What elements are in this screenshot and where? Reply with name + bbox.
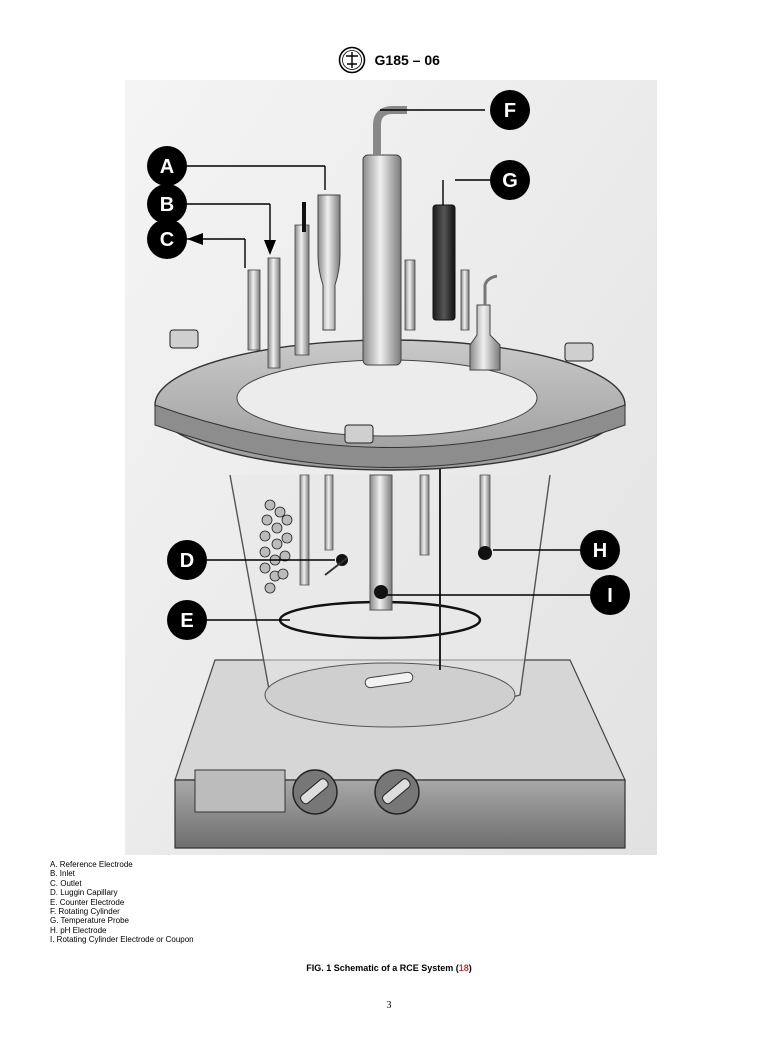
callout-h: H [580,530,620,570]
standard-id: G185 – 06 [374,52,440,68]
luggin-capillary [294,224,310,356]
legend-item: F. Rotating Cylinder [50,907,120,917]
vessel-lid [154,339,626,471]
svg-text:G: G [502,170,518,192]
callout-b: B [147,184,187,224]
svg-text:H: H [593,540,607,562]
legend-item: C. Outlet [50,878,82,888]
page-number: 3 [386,1000,392,1011]
callout-c: C [147,219,187,259]
counter-electrode-coil [259,499,293,594]
astm-logo-icon [338,46,366,74]
svg-text:D: D [180,550,194,572]
outlet-tube [247,269,261,351]
caption-close: ) [468,963,472,973]
reference-link[interactable]: 18 [458,963,469,973]
lid-bolts [169,329,594,444]
rce-system-figure: A B C D E F G H I [125,80,657,855]
callout-a: A [147,146,187,186]
legend-item: B. Inlet [50,869,75,879]
legend-item: H. pH Electrode [50,925,107,935]
svg-text:A: A [160,156,174,178]
callout-g: G [490,160,530,200]
inlet-tube [267,257,281,369]
svg-text:I: I [607,585,613,607]
legend-item: D. Luggin Capillary [50,888,118,898]
temperature-probe [432,204,456,321]
callout-f: F [490,90,530,130]
hot-plate-display [194,769,286,813]
stir-bar [364,671,414,689]
callout-e: E [167,600,207,640]
svg-text:F: F [504,100,516,122]
callout-leaders [187,109,590,621]
figure-legend: A. Reference Electrode B. Inlet C. Outle… [50,860,194,945]
ph-electrode-tip [478,546,492,560]
svg-text:B: B [160,194,174,216]
svg-text:C: C [160,229,174,251]
svg-text:E: E [180,610,193,632]
legend-item: I. Rotating Cylinder Electrode or Coupon [50,935,194,945]
rce-coupon [374,585,388,599]
legend-item: E. Counter Electrode [50,897,125,907]
caption-text: FIG. 1 Schematic of a RCE System ( [306,963,459,973]
page-header: G185 – 06 [0,46,778,74]
callout-i: I [590,575,630,615]
legend-item: G. Temperature Probe [50,916,130,926]
legend-item: A. Reference Electrode [50,860,133,869]
figure-caption: FIG. 1 Schematic of a RCE System (18) [0,963,778,973]
rotating-cylinder [362,154,402,366]
rotating-shaft [369,474,393,611]
callout-d: D [167,540,207,580]
rce-system-diagram: A B C D E F G H I [125,80,657,855]
reference-electrode [317,194,341,331]
ph-electrode [469,304,501,371]
